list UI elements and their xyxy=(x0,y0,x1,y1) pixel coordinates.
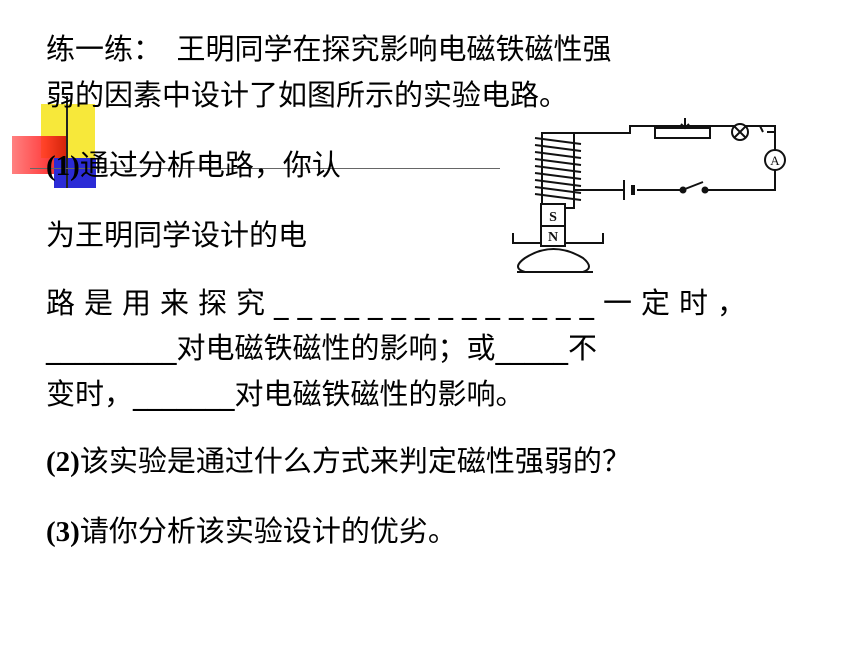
text-line-5: 路是用来探究______________一定时， xyxy=(46,286,756,320)
battery xyxy=(623,180,635,200)
decor-horizontal-line xyxy=(30,168,500,169)
rheostat xyxy=(654,118,711,139)
circuit-diagram: A S N xyxy=(512,118,786,273)
question-3: (3)请你分析该实验设计的优劣。 xyxy=(46,511,457,552)
decor-vertical-line xyxy=(66,96,68,188)
text-line-4: 为王明同学设计的电 xyxy=(46,218,308,252)
question-3-text: 请你分析该实验设计的优劣。 xyxy=(79,514,457,548)
decor-blue-block xyxy=(54,158,96,188)
ammeter-label: A xyxy=(770,153,780,168)
question-2-number: (2) xyxy=(46,446,80,478)
electromagnet-core xyxy=(534,132,582,209)
lamp xyxy=(731,123,749,141)
circuit-wires xyxy=(575,125,776,191)
text-line-7: 变时，_______对电磁铁磁性的影响。 xyxy=(46,377,525,411)
magnet-n-label: N xyxy=(548,230,558,245)
question-1-number: (1) xyxy=(46,150,80,182)
text-line-1: 练一练： 王明同学在探究影响电磁铁磁性强 xyxy=(46,32,612,66)
question-3-number: (3) xyxy=(46,516,80,548)
question-2: (2)该实验是通过什么方式来判定磁性强弱的？ xyxy=(46,441,631,482)
ammeter: A xyxy=(764,149,786,171)
question-1: (1)通过分析电路，你认 xyxy=(46,145,341,186)
switch xyxy=(679,181,709,194)
magnet-s-label: S xyxy=(549,210,557,225)
question-1-text: 通过分析电路，你认 xyxy=(79,148,341,182)
magnet-stand: S N xyxy=(512,203,604,273)
text-line-2: 弱的因素中设计了如图所示的实验电路。 xyxy=(46,78,569,112)
question-2-text: 该实验是通过什么方式来判定磁性强弱的？ xyxy=(79,444,631,478)
text-line-6: _________对电磁铁磁性的影响；或_____不 xyxy=(46,331,598,365)
